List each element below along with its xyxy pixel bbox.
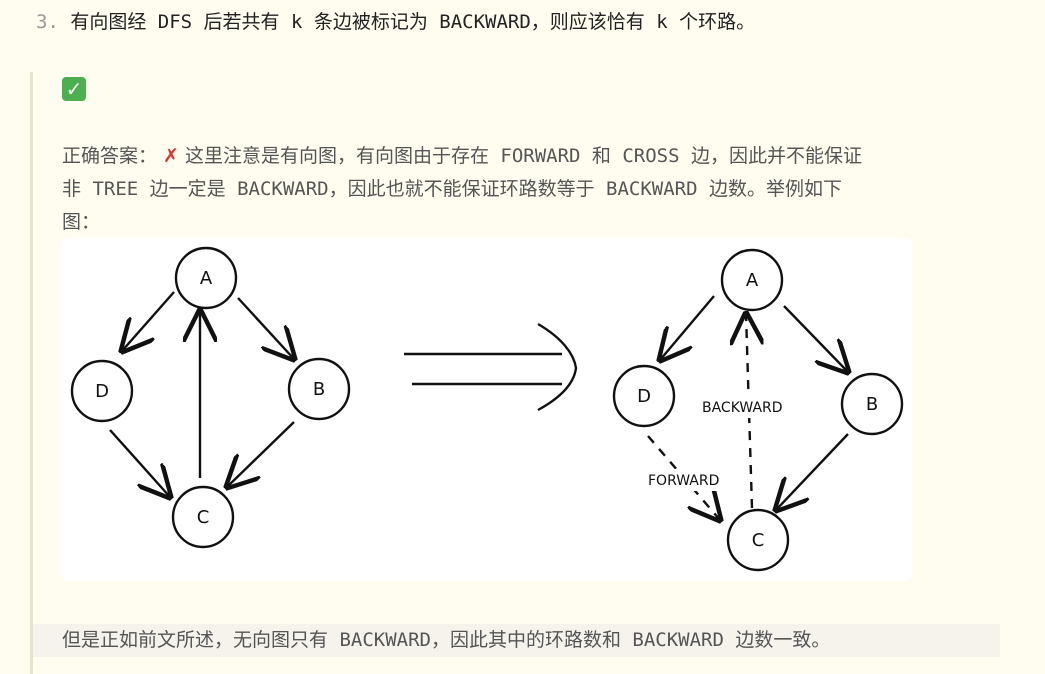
edge-a-d (122, 291, 175, 351)
graph-diagram: A D B C A D B C BACKWARD FORWARD (70, 246, 904, 572)
question-number: 3. (36, 11, 59, 33)
answer-text-1: 这里注意是有向图，有向图由于存在 FORWARD 和 CROSS 边，因此并不能… (184, 145, 862, 167)
footer-highlight (33, 624, 1000, 657)
answer-block: 正确答案：✗这里注意是有向图，有向图由于存在 FORWARD 和 CROSS 边… (62, 140, 1002, 239)
left-node-d (70, 359, 134, 423)
right-node-b (840, 372, 904, 436)
right-node-b-label: B (866, 394, 878, 415)
left-node-c (171, 485, 235, 549)
left-graph (70, 246, 351, 549)
forward-edge-label: FORWARD (648, 473, 719, 489)
graph-figure: A D B C A D B C BACKWARD FORWARD (62, 238, 912, 581)
left-node-b (287, 357, 351, 421)
left-node-a (174, 246, 238, 310)
cross-mark-icon: ✗ (163, 145, 179, 167)
answer-line-3: 图： (62, 211, 101, 233)
edge-ra-b (783, 305, 848, 372)
right-node-d (612, 364, 676, 428)
transform-arrow (404, 322, 578, 412)
question-text: 有向图经 DFS 后若共有 k 条边被标记为 BACKWARD，则应该恰有 k … (70, 11, 756, 33)
left-node-a-label: A (200, 268, 213, 289)
edge-rc-a-backward (746, 314, 752, 509)
backward-edge-label: BACKWARD (702, 400, 783, 416)
left-node-c-label: C (197, 507, 210, 528)
quote-bar (30, 72, 33, 674)
check-mark-icon: ✓ (62, 77, 86, 101)
right-node-a (720, 248, 784, 312)
edge-rb-c (776, 433, 849, 510)
right-node-c-label: C (752, 530, 765, 551)
answer-line-2: 非 TREE 边一定是 BACKWARD，因此也就不能保证环路数等于 BACKW… (62, 178, 842, 200)
edge-d-c (109, 429, 170, 497)
edge-ra-d (660, 295, 715, 360)
answer-label: 正确答案： (62, 145, 158, 167)
left-node-b-label: B (313, 379, 325, 400)
right-node-a-label: A (746, 270, 759, 291)
right-node-c (726, 508, 790, 572)
edge-b-c (227, 421, 295, 487)
right-node-d-label: D (637, 386, 651, 407)
left-node-d-label: D (95, 381, 109, 402)
answer-line-1: 正确答案：✗这里注意是有向图，有向图由于存在 FORWARD 和 CROSS 边… (62, 140, 1002, 173)
footer-text: 但是正如前文所述，无向图只有 BACKWARD，因此其中的环路数和 BACKWA… (62, 629, 831, 651)
question-line: 3. 有向图经 DFS 后若共有 k 条边被标记为 BACKWARD，则应该恰有… (36, 8, 755, 36)
right-graph (612, 248, 904, 572)
edge-a-b (237, 297, 294, 359)
